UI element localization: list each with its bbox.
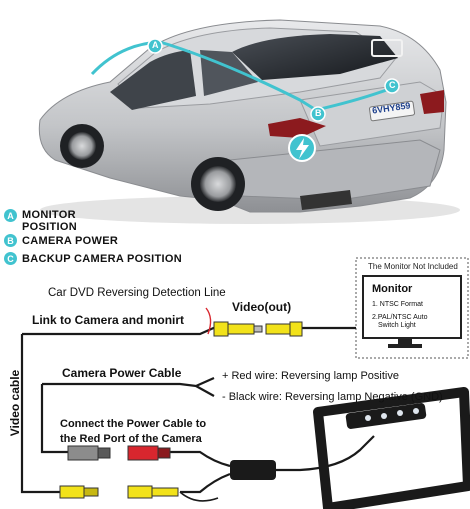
video-out-label: Video(out) [232,300,292,314]
monitor-dashed-box [355,257,469,359]
callout-a [147,38,163,54]
callout-c-label: C [389,80,396,90]
callout-b [310,106,326,122]
monitor-caption: The Monitor Not Included [368,262,458,271]
rca-connector-icon [213,321,303,337]
legend-item-monitor-position: A MONITOR POSITION [4,209,77,233]
license-plate-frame-icon [313,387,470,509]
power-connector-icon [67,445,171,461]
monitor-spec-2-cont: Switch Light [378,322,416,329]
car-illustration [38,19,460,224]
legend-badge: C [4,252,17,265]
red-wire-label: + Red wire: Reversing lamp Positive [222,370,399,382]
legend-label: MONITOR [22,209,76,221]
monitor-title: Monitor [372,283,413,295]
callout-b-label: B [315,108,322,118]
video-cable-label: Video cable [8,369,22,437]
legend-badge: A [4,209,17,222]
legend-label: CAMERA POWER [22,234,119,247]
rearview-monitor-icon [371,39,403,57]
callout-c [384,78,400,94]
legend-item-backup-camera-position: C BACKUP CAMERA POSITION [4,252,182,265]
callout-a-label: A [152,40,159,50]
legend-label: BACKUP CAMERA POSITION [22,252,182,265]
monitor-spec-2: 2.PAL/NTSC Auto [372,314,428,321]
legend-label-line2: POSITION [22,221,77,233]
power-cable-label: Camera Power Cable [62,366,182,380]
legend-item-camera-power: B CAMERA POWER [4,234,118,247]
monitor-icon [362,275,462,348]
legend-badge: B [4,234,17,247]
car-dvd-label: Car DVD Reversing Detection Line [48,287,226,299]
black-wire-label: - Black wire: Reversing lamp Negative (G… [222,391,443,403]
connect-instruction-line2: the Red Port of the Camera [60,433,202,445]
junction-box-icon [230,460,276,480]
wiring-lines [20,307,375,502]
lightning-icon [288,134,316,162]
monitor-spec-1: 1. NTSC Format [372,301,423,308]
connect-instruction-line1: Connect the Power Cable to [60,418,207,430]
rca-connector-bottom-icon [59,485,179,499]
link-label: Link to Camera and monirt [32,313,185,327]
